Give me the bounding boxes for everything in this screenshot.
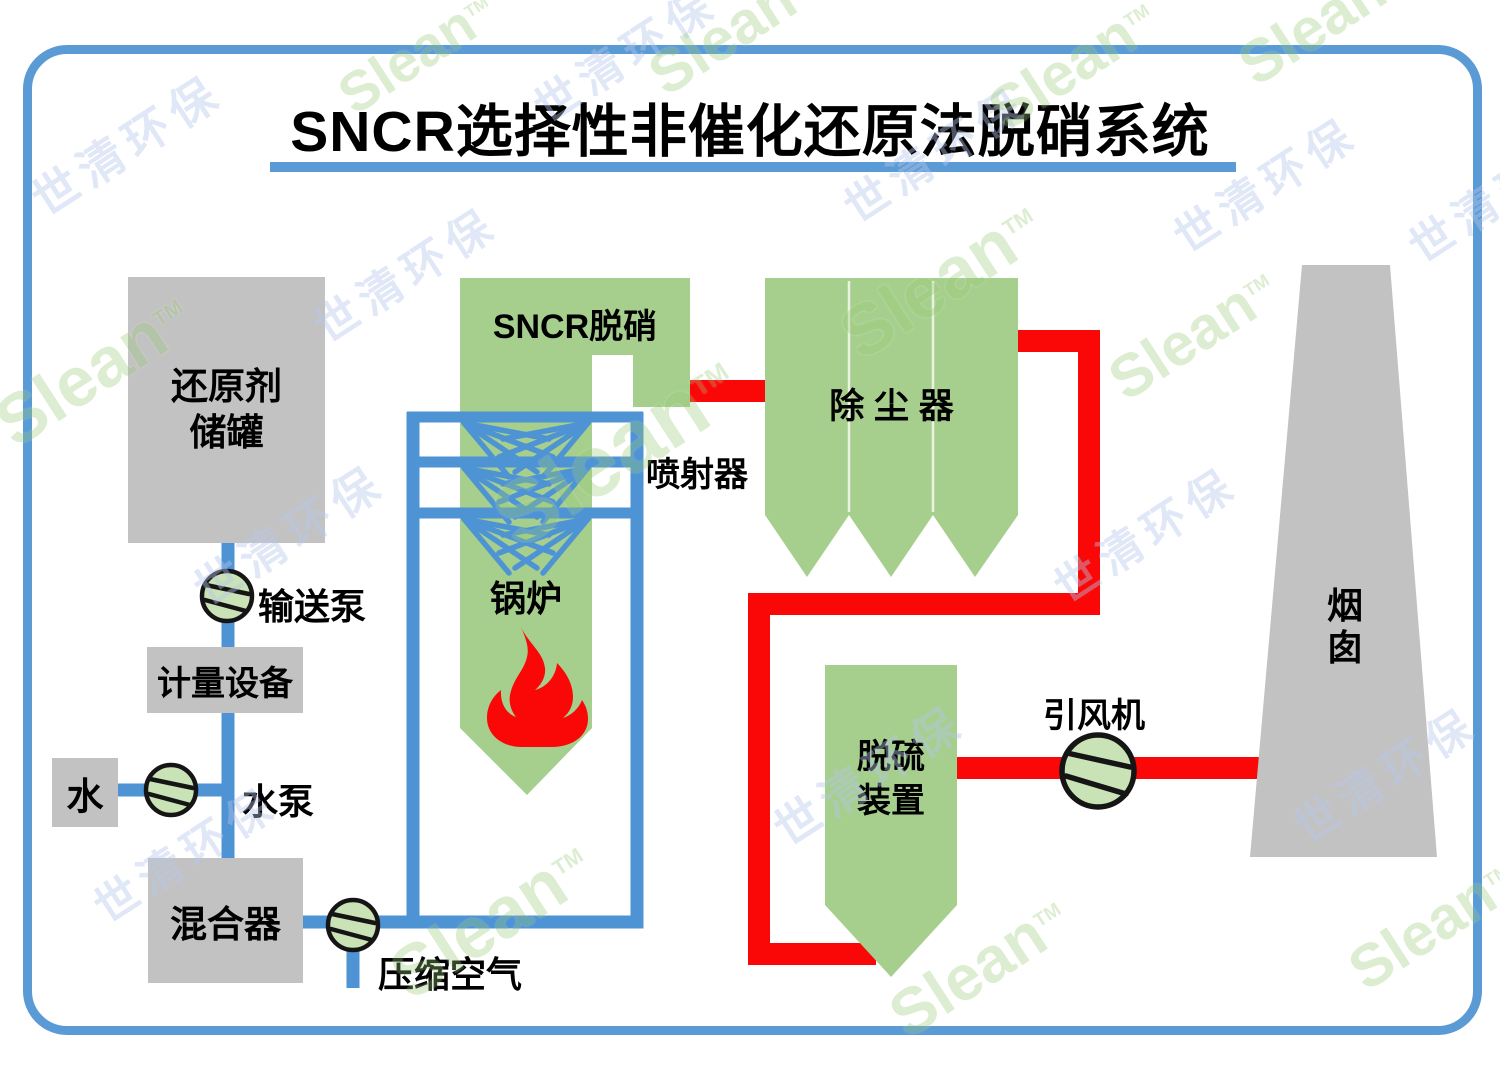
mixer-box: 混合器	[148, 858, 303, 983]
chimney-label-line2: 囱	[1326, 627, 1363, 669]
spray-nozzles-level3	[461, 516, 591, 576]
desulfurizer-label-line1: 脱硫	[857, 738, 925, 776]
transfer-pump-label: 输送泵	[258, 586, 367, 627]
title-underline	[270, 162, 1236, 172]
compressed-air-label: 压缩空气	[378, 954, 523, 995]
outer-frame	[23, 45, 1482, 1035]
compressed-air-pump-symbol	[325, 897, 381, 953]
dust-collector-shape	[765, 278, 1018, 577]
flame-icon	[487, 627, 588, 747]
transfer-pump-symbol	[199, 568, 255, 624]
desulfurizer-shape	[825, 665, 957, 977]
tank-label-line2: 储罐	[189, 412, 264, 453]
chimney-shape	[1250, 265, 1437, 857]
tank-label-line1: 还原剂	[171, 365, 282, 407]
metering-equipment-box: 计量设备	[147, 647, 303, 713]
metering-label: 计量设备	[157, 664, 293, 703]
injector-label: 喷射器	[646, 456, 748, 494]
chimney-label-line1: 烟	[1326, 585, 1363, 626]
desulfurizer-label-line2: 装置	[857, 782, 925, 821]
water-box: 水	[52, 758, 118, 827]
page-title: SNCR选择性非催化还原法脱硝系统	[290, 100, 1210, 164]
spray-nozzles-level2	[461, 465, 591, 525]
mixer-label: 混合器	[170, 903, 281, 945]
water-label: 水	[66, 775, 104, 817]
boiler-label: 锅炉	[489, 578, 562, 619]
chimney-label: 烟 囱	[1300, 585, 1390, 670]
induced-draft-fan-symbol	[1059, 732, 1137, 810]
water-pump-symbol	[143, 762, 199, 818]
sncr-label: SNCR脱硝	[492, 308, 658, 346]
reducing-agent-tank: 还原剂 储罐	[128, 277, 325, 543]
desulfurizer-label: 脱硫 装置	[825, 735, 957, 823]
spray-nozzles-level1	[461, 420, 591, 480]
water-pump-label: 水泵	[242, 781, 315, 822]
dust-collector-label: 除 尘 器	[829, 387, 954, 426]
fan-label: 引风机	[1043, 697, 1145, 735]
flue-pipe-dust-to-desulf	[748, 330, 1100, 965]
